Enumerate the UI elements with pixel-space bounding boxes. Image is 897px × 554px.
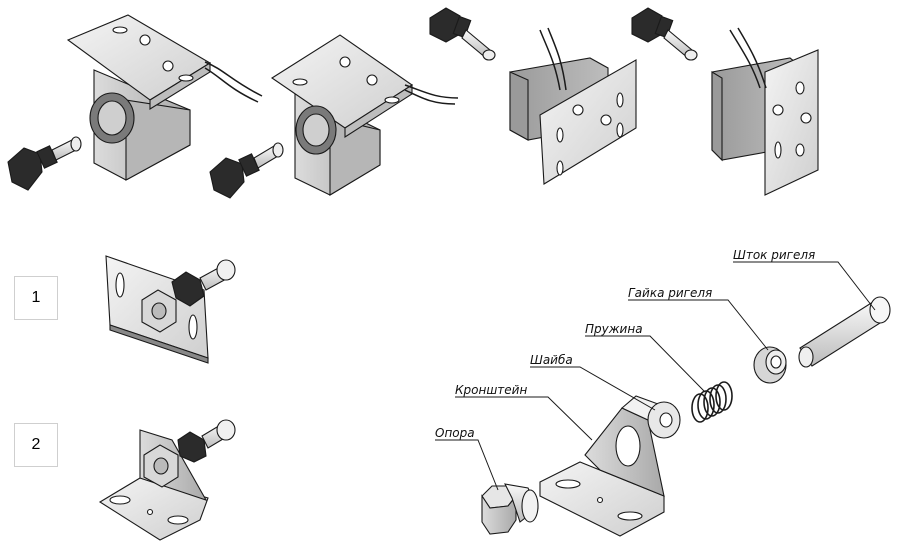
bracket-part bbox=[539, 395, 665, 537]
spring-part bbox=[691, 381, 733, 423]
lock-assembly-1 bbox=[7, 14, 263, 191]
mounting-plate bbox=[66, 14, 212, 101]
label-shaiba: Шайба bbox=[530, 353, 573, 367]
exploded-view bbox=[481, 296, 891, 537]
label-opora: Опора bbox=[435, 426, 475, 440]
side-plate bbox=[539, 59, 637, 185]
label-gaika: Гайка ригеля bbox=[628, 286, 712, 300]
rod-part bbox=[798, 296, 891, 368]
lock-assembly-3 bbox=[429, 7, 637, 185]
label-shtok: Шток ригеля bbox=[733, 248, 815, 262]
label-pruzhina: Пружина bbox=[585, 322, 643, 336]
nut bbox=[7, 147, 43, 191]
lock-assembly-4 bbox=[631, 7, 819, 196]
leader-lines bbox=[435, 261, 876, 491]
variant-2-assembly bbox=[98, 419, 236, 541]
variant-label-1: 1 bbox=[14, 276, 58, 320]
variant-label-2: 2 bbox=[14, 423, 58, 467]
variant-1-assembly bbox=[105, 255, 236, 364]
lock-assembly-2 bbox=[209, 34, 459, 199]
support-part bbox=[481, 483, 539, 535]
washer-part bbox=[647, 401, 681, 439]
label-kronshtein: Кронштейн bbox=[455, 383, 527, 397]
nut-part bbox=[753, 346, 787, 384]
